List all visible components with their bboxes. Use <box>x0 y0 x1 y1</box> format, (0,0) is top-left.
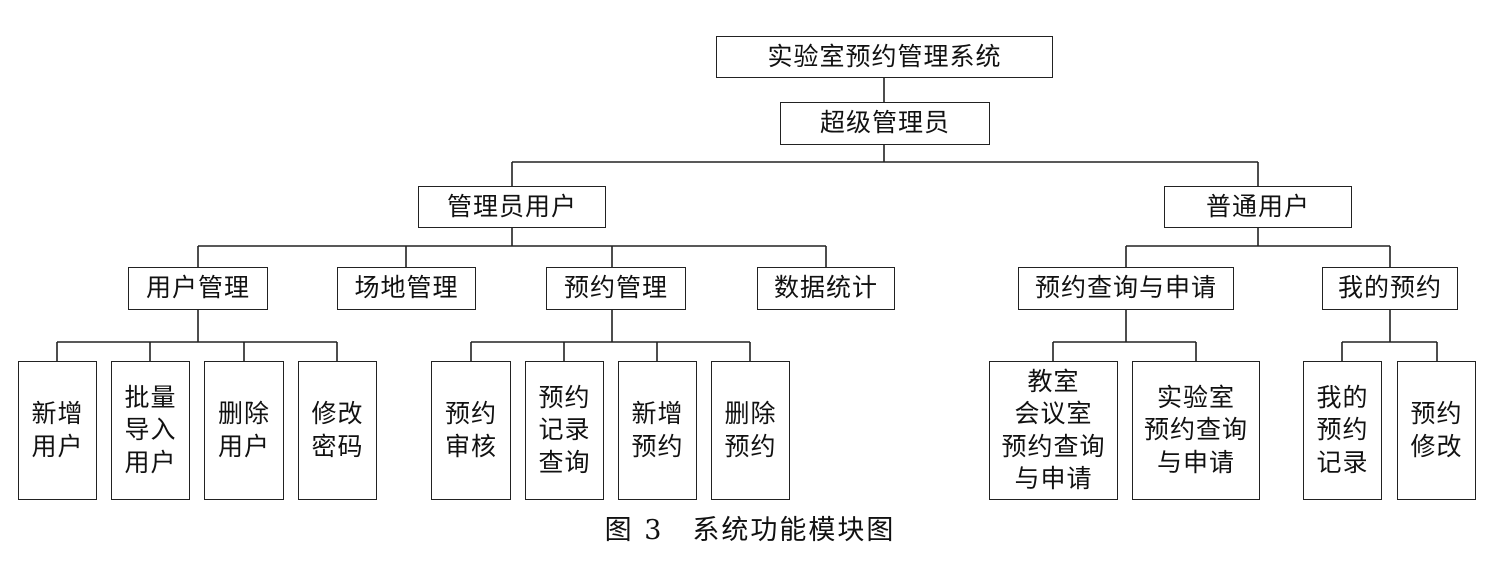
leaf-label: 批量导入用户 <box>124 382 177 477</box>
super-admin-node: 超级管理员 <box>780 102 990 145</box>
leaf-my-reservation-records: 我的预约记录 <box>1303 361 1382 500</box>
figure-caption: 图 3 系统功能模块图 <box>604 515 896 546</box>
module-label: 我的预约 <box>1337 273 1442 303</box>
leaf-batch-import-users: 批量导入用户 <box>111 361 190 500</box>
leaf-change-password: 修改密码 <box>298 361 377 500</box>
leaf-classroom-meeting-room-query: 教室 会议室 预约查询 与申请 <box>989 361 1118 500</box>
reservation-management-node: 预约管理 <box>546 267 686 310</box>
leaf-label: 新增预约 <box>631 399 684 461</box>
data-statistics-node: 数据统计 <box>757 267 895 310</box>
module-label: 预约查询与申请 <box>1034 273 1217 303</box>
root-node-label: 实验室预约管理系统 <box>767 41 1002 71</box>
normal-user-node: 普通用户 <box>1164 186 1352 228</box>
admin-user-node: 管理员用户 <box>418 186 606 228</box>
leaf-lab-query: 实验室 预约查询 与申请 <box>1132 361 1260 500</box>
leaf-reservation-record-query: 预约记录查询 <box>525 361 604 500</box>
leaf-add-reservation: 新增预约 <box>618 361 697 500</box>
leaf-delete-reservation: 删除预约 <box>711 361 790 500</box>
super-admin-label: 超级管理员 <box>819 108 950 138</box>
user-management-node: 用户管理 <box>128 267 268 310</box>
module-label: 预约管理 <box>563 273 668 303</box>
leaf-reservation-review: 预约审核 <box>431 361 511 500</box>
leaf-modify-reservation: 预约修改 <box>1397 361 1476 500</box>
leaf-label: 预约审核 <box>444 399 497 461</box>
leaf-label: 删除预约 <box>724 399 777 461</box>
leaf-label: 教室 会议室 预约查询 与申请 <box>1001 366 1106 494</box>
leaf-label: 我的预约记录 <box>1316 382 1369 477</box>
leaf-add-user: 新增用户 <box>18 361 97 500</box>
reservation-query-apply-node: 预约查询与申请 <box>1018 267 1234 310</box>
module-label: 场地管理 <box>354 273 459 303</box>
leaf-label: 预约修改 <box>1410 399 1463 461</box>
my-reservations-node: 我的预约 <box>1322 267 1458 310</box>
leaf-delete-user: 删除用户 <box>204 361 284 500</box>
leaf-label: 新增用户 <box>31 399 84 461</box>
admin-user-label: 管理员用户 <box>446 191 577 221</box>
leaf-label: 预约记录查询 <box>538 382 591 477</box>
module-label: 用户管理 <box>145 273 250 303</box>
venue-management-node: 场地管理 <box>337 267 476 310</box>
root-node: 实验室预约管理系统 <box>716 36 1053 78</box>
leaf-label: 修改密码 <box>311 399 364 461</box>
normal-user-label: 普通用户 <box>1205 191 1310 221</box>
module-label: 数据统计 <box>773 273 878 303</box>
leaf-label: 删除用户 <box>217 399 270 461</box>
leaf-label: 实验室 预约查询 与申请 <box>1143 382 1248 477</box>
